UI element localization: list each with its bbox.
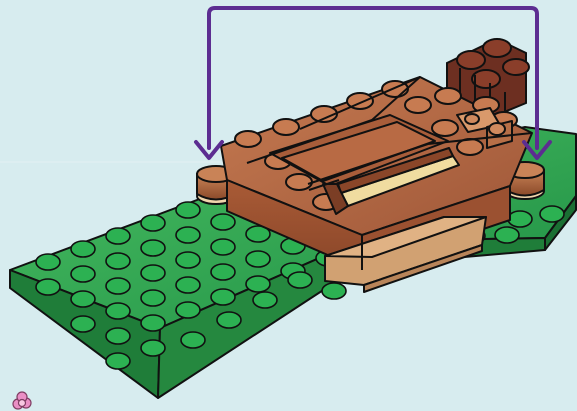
lego-build-instruction — [0, 0, 577, 411]
instruction-illustration — [0, 0, 577, 411]
